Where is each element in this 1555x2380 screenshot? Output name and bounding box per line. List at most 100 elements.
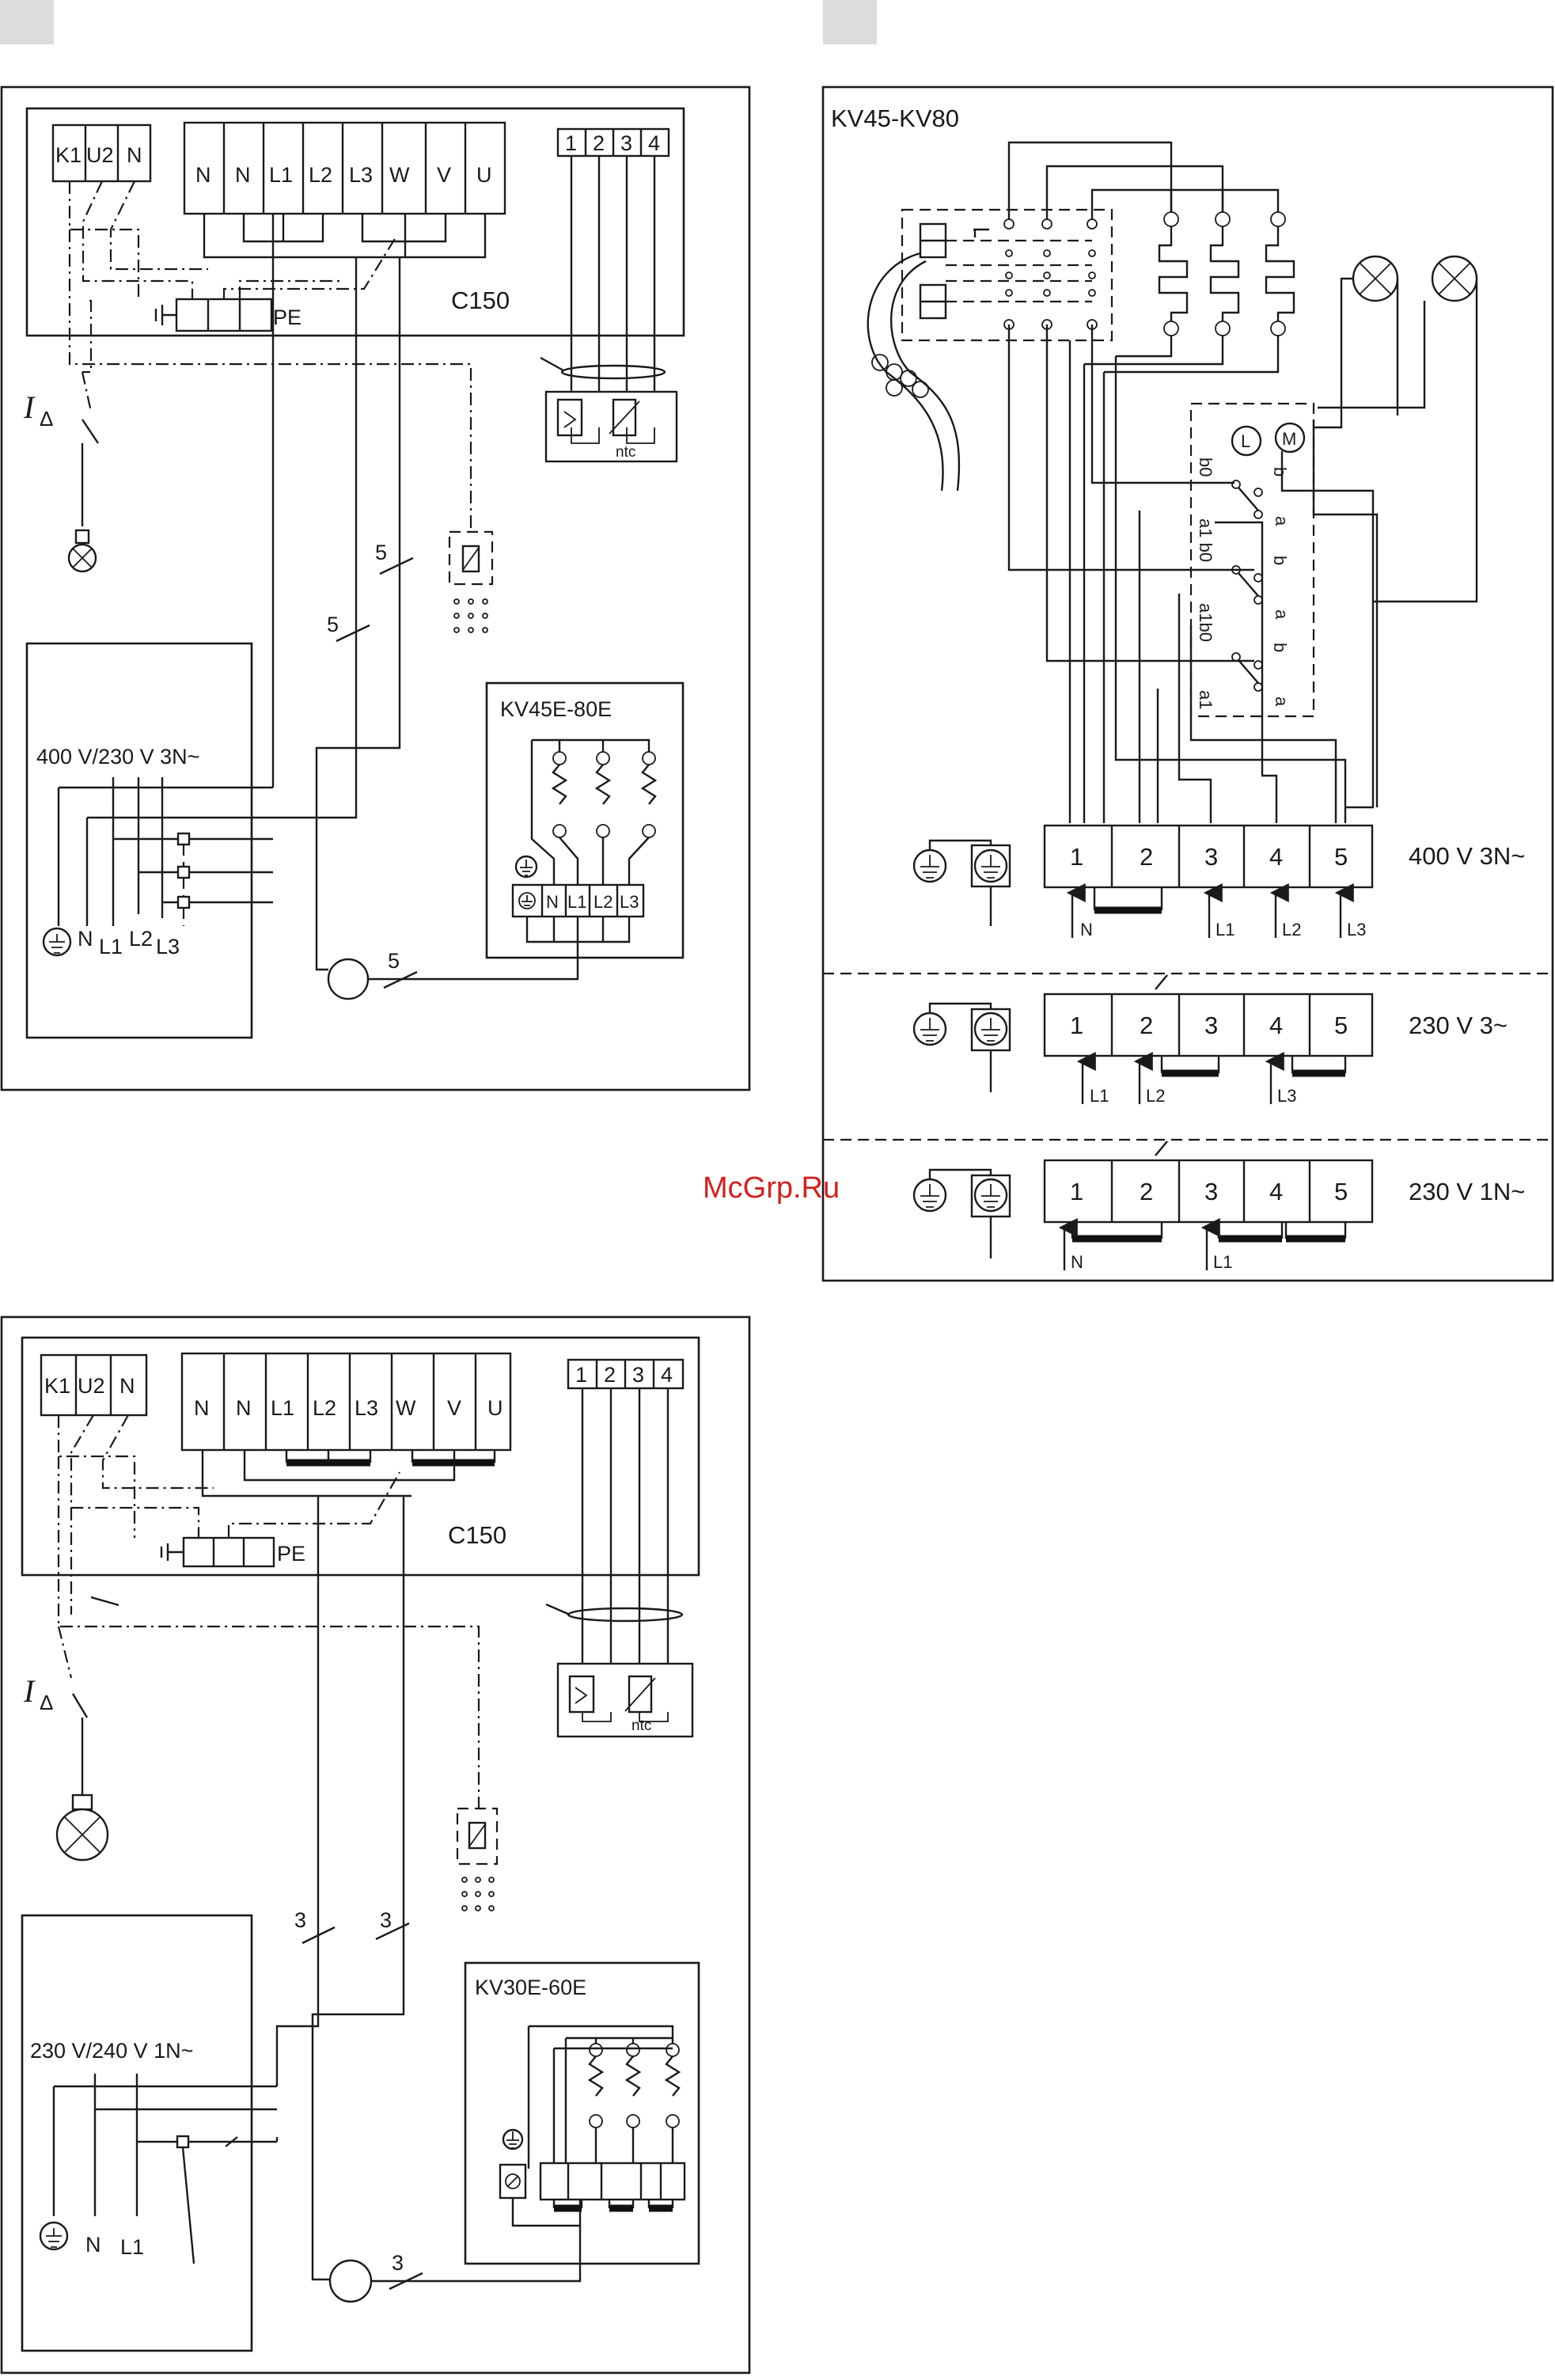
heater-label-2: KV30E-60E xyxy=(475,1976,586,1999)
row-400v-3n: 1 2 3 4 5 400 V 3N~ N L1 L2 L3 xyxy=(912,824,1525,939)
heater-terminal-l3: L3 xyxy=(620,892,639,912)
block-terminal-1-r2: 1 xyxy=(1070,1012,1083,1039)
terminal-n2-2: N xyxy=(236,1396,252,1420)
heater-kv30e-60e: KV30E-60E xyxy=(464,1961,700,2265)
block-terminal-1-r3: 1 xyxy=(1070,1178,1083,1205)
pe-label: PE xyxy=(273,306,302,329)
supply-line-n-2: N xyxy=(85,2233,101,2257)
switch-label-b3: b xyxy=(1270,643,1290,652)
kv-title: KV45-KV80 xyxy=(831,104,959,132)
pe-terminal-2: PE xyxy=(160,1536,305,1568)
row-3-voltage: 230 V 1N~ xyxy=(1409,1178,1525,1205)
sensor-terminal-2: 2 xyxy=(593,131,605,155)
sensor-box: ntc xyxy=(544,390,678,463)
pe-label-2: PE xyxy=(277,1542,305,1566)
row-3-input-l1: L1 xyxy=(1213,1252,1232,1272)
indicator-lamp xyxy=(67,529,97,573)
terminal-u: U xyxy=(476,163,492,187)
switch-label-a1-right: a xyxy=(1272,516,1291,526)
switch-label-a1b0-2: a1b0 xyxy=(1196,603,1216,642)
terminal-v-2: V xyxy=(447,1396,461,1420)
terminal-k1: K1 xyxy=(55,143,82,167)
page-tab-left xyxy=(0,0,54,44)
terminal-n1-2: N xyxy=(194,1396,210,1420)
switch-label-b0: b0 xyxy=(1196,457,1216,476)
page-tab-right xyxy=(823,0,877,44)
row-230v-3: 1 2 3 4 5 230 V 3~ L1 L2 L3 xyxy=(912,993,1508,1106)
block-terminal-5: 5 xyxy=(1334,843,1348,871)
controller-label-2: C150 xyxy=(448,1521,506,1549)
terminal-u2-2: U2 xyxy=(78,1374,105,1398)
heater-terminal-n: N xyxy=(546,892,559,912)
sensor-terminal-1: 1 xyxy=(565,131,577,155)
terminal-w: W xyxy=(389,163,410,187)
row-3-input-n: N xyxy=(1071,1252,1083,1272)
row-2-input-l2: L2 xyxy=(1146,1086,1165,1106)
cable-mark-2-2: 3 xyxy=(380,1908,392,1932)
signal-lamps xyxy=(1314,255,1478,603)
rcd-sub-2: Δ xyxy=(40,1691,53,1714)
diagram-c150-kv45e-80e: C150 K1 U2 N N N L1 L2 L3 W V xyxy=(0,85,751,1091)
terminal-strip-main-2: N N L1 L2 L3 W V U xyxy=(180,1352,512,1497)
contactor-block xyxy=(901,208,1113,342)
switch-label-a2: a xyxy=(1272,609,1291,620)
sensor-terminal-4-2: 4 xyxy=(661,1363,673,1387)
switch-label-a1: a1 xyxy=(1196,690,1216,709)
ntc-label: ntc xyxy=(616,444,635,461)
block-terminal-1: 1 xyxy=(1070,843,1083,871)
block-terminal-2-r3: 2 xyxy=(1140,1178,1153,1205)
terminal-n1: N xyxy=(195,163,211,187)
terminal-strip-main: N N L1 L2 L3 W V U xyxy=(183,121,506,259)
diagram-c150-kv30e-60e: C150 K1 U2 N N N L1 L2 L3 W V U xyxy=(0,1315,751,2374)
ntc-label-2: ntc xyxy=(631,1718,651,1734)
row-1-voltage: 400 V 3N~ xyxy=(1409,842,1525,870)
cable-mark-2-1: 3 xyxy=(294,1908,306,1932)
row-1-input-l3: L3 xyxy=(1347,920,1366,939)
motor-label-m: M xyxy=(1282,429,1296,449)
sensor-terminal-4: 4 xyxy=(648,131,660,155)
supply-label: 400 V/230 V 3N~ xyxy=(36,745,199,769)
fan-motor: 5 xyxy=(327,942,579,1000)
row-2-voltage: 230 V 3~ xyxy=(1409,1012,1508,1039)
terminal-v: V xyxy=(437,163,451,187)
supply-line-l3: L3 xyxy=(156,935,180,958)
supply-line-n: N xyxy=(78,927,93,951)
sensor-terminal-strip: 1 2 3 4 xyxy=(540,127,670,427)
cable-mark-3: 5 xyxy=(388,949,400,973)
block-terminal-5-r2: 5 xyxy=(1334,1012,1348,1039)
cable-coil xyxy=(867,252,961,492)
supply-panel: 400 V/230 V 3N~ N L1 L2 L3 xyxy=(25,642,273,1039)
indicator-lamp-2 xyxy=(55,1794,109,1862)
sensor-terminal-2-2: 2 xyxy=(604,1363,616,1387)
block-terminal-2: 2 xyxy=(1140,843,1153,871)
switch-label-a3: a xyxy=(1272,697,1291,707)
cable-mark-2: 5 xyxy=(327,613,339,636)
terminal-k1-2: K1 xyxy=(44,1374,70,1398)
row-1-input-l2: L2 xyxy=(1282,920,1301,939)
sensor-terminal-3-2: 3 xyxy=(632,1363,644,1387)
block-terminal-4-r3: 4 xyxy=(1269,1178,1283,1205)
sensor-terminal-3: 3 xyxy=(620,131,632,155)
motor-label-l: L xyxy=(1241,431,1250,451)
block-terminal-3-r2: 3 xyxy=(1204,1012,1218,1039)
pe-terminal: PE xyxy=(154,298,302,332)
terminal-w-2: W xyxy=(396,1396,416,1420)
row-1-input-l1: L1 xyxy=(1216,920,1235,939)
terminal-n: N xyxy=(127,143,142,167)
c150-controller-box-2 xyxy=(21,1336,700,1577)
row-230v-1n: 1 2 3 4 5 230 V 1N~ N L1 xyxy=(912,1159,1525,1272)
terminal-l2: L2 xyxy=(309,163,332,187)
sensor-box-2: ntc xyxy=(556,1662,694,1738)
fan-motor-2: 3 xyxy=(328,2251,582,2303)
supply-line-l2: L2 xyxy=(129,927,153,951)
safety-relay xyxy=(448,530,494,633)
terminal-l1: L1 xyxy=(269,163,293,187)
terminal-l2-2: L2 xyxy=(313,1396,336,1420)
terminal-n-2: N xyxy=(119,1374,135,1398)
heater-label: KV45E-80E xyxy=(500,697,612,721)
block-terminal-3: 3 xyxy=(1204,843,1218,871)
terminal-u2: U2 xyxy=(86,143,114,167)
switch-label-b1: b xyxy=(1270,467,1290,476)
sensor-terminal-1-2: 1 xyxy=(575,1363,587,1387)
